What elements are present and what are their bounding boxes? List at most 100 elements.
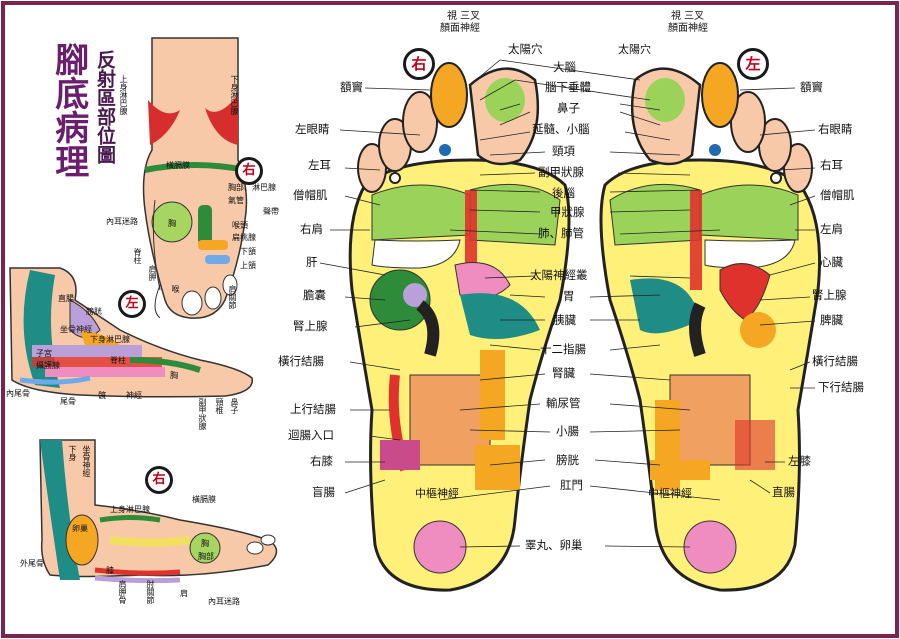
rf-forehead: 額竇 <box>340 80 363 94</box>
center-duodenum: 十二指腸 <box>540 342 586 356</box>
center-pancreas: 胰臟 <box>553 313 576 327</box>
label-outer-tail: 外尾骨 <box>20 559 44 568</box>
rf-liver: 肝 <box>306 255 318 269</box>
label-bottom-neck: 頸椎 <box>215 398 224 414</box>
label-voice-box: 聲帶 <box>263 207 279 216</box>
center-stomach: 胃 <box>563 289 575 303</box>
rf-adrenal: 腎上腺 <box>293 319 328 333</box>
center-pituitary: 腦下垂體 <box>545 80 591 94</box>
badge-left-mid: 左 <box>118 290 146 318</box>
main-title: 腳底病理 <box>48 42 89 178</box>
label-diaphragm-tl: 橫膈膜 <box>166 161 190 170</box>
lf-heart: 心臟 <box>820 255 843 269</box>
left-foot-sole <box>599 62 821 592</box>
lf-adrenal: 腎上腺 <box>812 288 847 302</box>
center-cerebrum: 大腦 <box>553 60 576 74</box>
label-inner-ear-tl: 內耳迷路 <box>106 217 138 226</box>
label-bottom-nose: 鼻子 <box>230 398 239 414</box>
bottom-left-foot <box>39 439 278 584</box>
label-jaw-lower: 下頷 <box>240 247 256 256</box>
badge-right-sole: 右 <box>403 48 435 80</box>
lf-forehead: 額竇 <box>800 80 823 94</box>
center-thyroid: 甲狀腺 <box>550 205 585 219</box>
center-occiput: 後腦 <box>552 186 575 200</box>
center-kidney: 腎臟 <box>552 366 575 380</box>
center-small-intestine: 小腸 <box>556 424 579 438</box>
center-testes-ovaries: 睪丸、卵巢 <box>525 538 583 552</box>
left-sole-top-1: 視 三叉 <box>671 11 705 22</box>
label-elbow: 肘關節 <box>146 580 155 604</box>
lf-rectum: 直腸 <box>772 485 795 499</box>
right-sole-top-2: 顏面神經 <box>440 23 480 34</box>
label-rectum-ml: 直腸 <box>58 294 74 303</box>
label-lower-body: 下身 <box>68 445 77 461</box>
label-tailbone: 尾骨 <box>60 397 76 406</box>
label-lymph-lower: 下身淋巴腺 <box>230 75 239 115</box>
leader-lines <box>439 59 721 548</box>
label-ovary-bl: 卵巢 <box>72 524 88 533</box>
center-ureter: 輸尿管 <box>546 396 581 410</box>
badge-left-sole: 左 <box>737 48 769 80</box>
center-nose: 鼻子 <box>557 101 580 115</box>
center-medulla: 延髓、小腦 <box>532 122 590 136</box>
label-lower-lymph-ml: 下身淋巴腺 <box>90 335 130 344</box>
label-lymph-upper: 上身淋巴腺 <box>119 75 128 115</box>
lf-spleen: 脾臟 <box>820 313 843 327</box>
label-knee-bl: 膝 <box>106 566 114 575</box>
label-spine-ml: 脊柱 <box>110 356 126 365</box>
lf-solar: 中樞神經 <box>648 487 692 500</box>
label-throat-tl: 喉 <box>171 285 180 293</box>
badge-right-top-left: 右 <box>235 157 263 185</box>
label-nerve: 神經 <box>126 391 142 400</box>
label-temple-left: 太陽穴 <box>618 43 651 56</box>
label-bottom-parathyroid: 副甲狀腺 <box>198 398 207 430</box>
rf-ileum: 迴腸入口 <box>288 428 334 442</box>
mid-left-foot <box>9 267 253 398</box>
lf-descending-colon: 下行結腸 <box>818 380 864 394</box>
label-chest-tl: 胸部、淋巴腺 <box>228 183 276 192</box>
label-hip: 髖 <box>98 391 106 400</box>
center-bladder: 膀胱 <box>556 453 579 467</box>
label-shoulder-blade: 肩胛骨 <box>118 580 127 604</box>
center-neck: 頸項 <box>552 144 575 158</box>
lf-right-eye: 右眼睛 <box>818 122 853 136</box>
label-shoulder-joint: 肩關節 <box>228 285 237 309</box>
label-tonsil: 扁桃腺 <box>232 233 256 242</box>
rf-cecum: 盲腸 <box>312 485 335 499</box>
lf-left-knee: 左膝 <box>788 454 811 468</box>
rf-ascending-colon: 上行結腸 <box>290 402 336 416</box>
badge-right-bottom: 右 <box>145 466 173 494</box>
label-trachea-tl: 氣管 <box>228 196 244 205</box>
label-thigh-nerve: 坐骨神經 <box>82 445 91 477</box>
lf-transverse-colon: 橫行結腸 <box>812 354 858 368</box>
label-throat-belt: 喉頭 <box>232 221 248 230</box>
lf-right-ear: 右耳 <box>820 158 843 172</box>
rf-transverse-colon: 橫行結腸 <box>278 354 324 368</box>
label-jaw-upper: 上頷 <box>240 261 256 270</box>
left-sole-top-2: 顏面神經 <box>668 23 708 34</box>
label-bladder-ml: 膀胱 <box>86 307 102 316</box>
center-solar-plexus: 太陽神經叢 <box>530 268 588 282</box>
label-chest-bl: 胸 <box>201 539 209 548</box>
label-sciatic-ml: 坐骨神經 <box>60 325 92 334</box>
lf-trapezius: 僧帽肌 <box>820 188 855 202</box>
center-lungs: 肺、肺管 <box>538 226 584 240</box>
sub-title: 反射區部位圖 <box>93 50 116 164</box>
lf-left-shoulder: 左肩 <box>820 222 843 236</box>
label-chest-ml: 胸 <box>170 371 178 380</box>
label-shoulder-tl: 肩胛 <box>148 265 157 281</box>
label-diaphragm-bl: 橫膈膜 <box>192 495 216 504</box>
label-spine-tl: 脊柱 <box>133 248 142 264</box>
rf-right-shoulder: 右肩 <box>300 222 323 236</box>
right-foot-sole <box>348 62 571 592</box>
rf-right-knee: 右膝 <box>310 454 333 468</box>
label-shoulder-bl: 肩 <box>180 589 188 598</box>
right-sole-top-1: 視 三叉 <box>447 11 481 22</box>
label-chest-zone: 胸 <box>168 219 176 228</box>
label-chest-area-bl: 胸部 <box>198 552 214 561</box>
center-temple: 太陽穴 <box>508 42 543 56</box>
label-uterus: 子宮 <box>36 349 52 358</box>
label-coccyx: 內尾骨 <box>6 389 30 398</box>
center-parathyroid: 副甲狀腺 <box>538 165 584 179</box>
